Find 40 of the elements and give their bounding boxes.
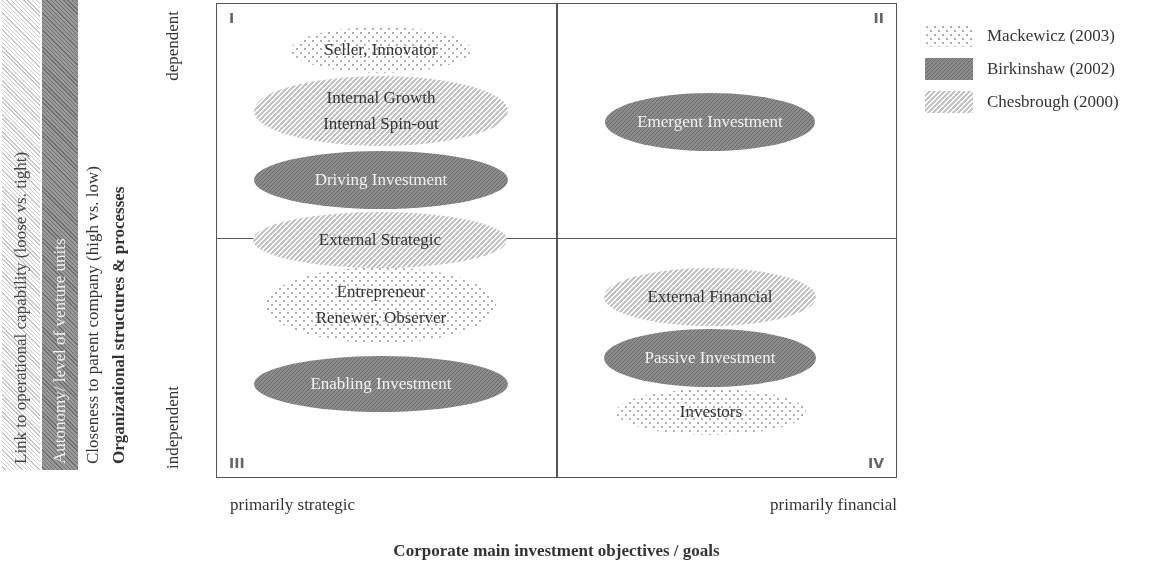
quadrant-number: II bbox=[873, 10, 884, 26]
legend-label: Birkinshaw (2002) bbox=[987, 59, 1115, 79]
quadrant-box bbox=[557, 3, 897, 239]
axis-label: Organizational structures & processes bbox=[108, 185, 129, 466]
speckled-cloud bbox=[616, 389, 806, 435]
quadrant-number: III bbox=[229, 455, 245, 471]
axis-label: primarily strategic bbox=[230, 495, 357, 515]
dark-hatched-ellipse bbox=[254, 356, 508, 412]
speckled-cloud bbox=[291, 27, 471, 73]
node-text: Enabling Investment bbox=[310, 373, 452, 395]
axis-label: Autonomy/ level of venture units bbox=[42, 0, 78, 470]
hatched-ellipse bbox=[253, 212, 507, 268]
node-text: Internal Spin-out bbox=[323, 113, 439, 135]
node-text: Internal Growth bbox=[326, 87, 436, 109]
dark-hatched-ellipse bbox=[605, 93, 815, 151]
axis-label: Link to operational capability (loose vs. tight) bbox=[2, 0, 40, 470]
quadrant-number: IV bbox=[867, 455, 884, 471]
quadrant-box bbox=[557, 238, 897, 478]
axis-label: Closeness to parent company (high vs. low) bbox=[82, 165, 103, 466]
dark-hatched-ellipse bbox=[604, 329, 816, 387]
node-text: Emergent Investment bbox=[637, 111, 783, 133]
node-text: Investors bbox=[679, 401, 743, 423]
speckled-cloud bbox=[266, 267, 496, 343]
node-text: Renewer, Observer bbox=[315, 307, 447, 329]
dark-hatched-ellipse bbox=[254, 151, 508, 209]
axis-label: independent bbox=[162, 384, 183, 471]
legend-label: Chesbrough (2000) bbox=[987, 92, 1119, 112]
quadrant-number: I bbox=[229, 10, 235, 26]
node-text: External Financial bbox=[647, 286, 773, 308]
node-text: External Strategic bbox=[318, 229, 442, 251]
node-text: Entrepreneur bbox=[336, 281, 426, 303]
node-text: Seller, Innovator bbox=[324, 39, 438, 61]
axis-label: dependent bbox=[162, 10, 183, 83]
axis-label: primarily financial bbox=[769, 495, 897, 515]
axis-title: Corporate main investment objectives / goals bbox=[392, 541, 721, 561]
hatched-ellipse bbox=[254, 76, 508, 146]
node-text: Driving Investment bbox=[314, 169, 448, 191]
legend-label: Mackewicz (2003) bbox=[987, 26, 1115, 46]
node-text: Passive Investment bbox=[644, 347, 776, 369]
hatched-ellipse bbox=[604, 268, 816, 326]
